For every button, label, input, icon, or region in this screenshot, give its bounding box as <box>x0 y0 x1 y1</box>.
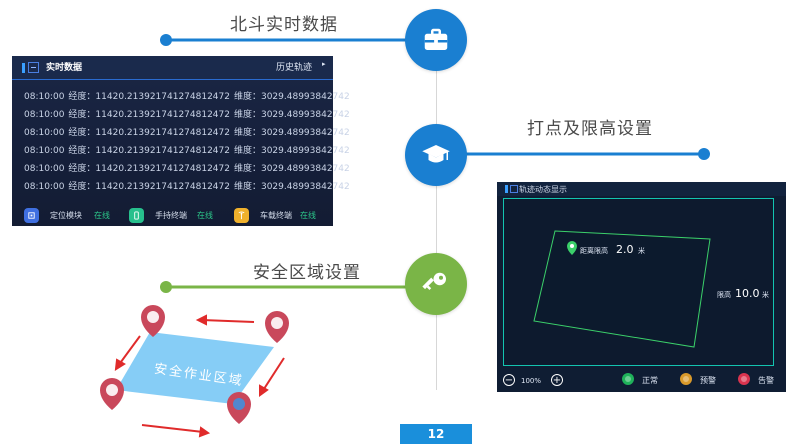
phone-icon <box>129 208 144 223</box>
marker-label: 距离限高 <box>580 247 608 255</box>
realtime-header: 实时数据 历史轨迹 ▸ <box>12 56 333 80</box>
legend-label: 正常 <box>642 376 658 385</box>
status-online: 在线 <box>94 211 110 220</box>
legend-label: 告警 <box>758 376 774 385</box>
row-time: 08:10:00 <box>24 110 65 120</box>
safe-label: 安全区域设置 <box>253 263 361 283</box>
point-circle <box>405 124 467 186</box>
header-accent <box>505 185 508 193</box>
beidou-circle <box>405 9 467 71</box>
limit-value: 10.0 <box>735 287 760 300</box>
zone-marker <box>100 378 124 410</box>
zoom-in-button[interactable]: + <box>551 374 563 386</box>
row-lon: 经度：11420.213921741274812472 <box>68 110 230 120</box>
briefcase-icon <box>424 28 448 50</box>
direction-arrows <box>114 314 285 438</box>
row-lon: 经度：11420.213921741274812472 <box>68 92 230 102</box>
beidou-connector-dot <box>160 34 172 46</box>
collapse-icon[interactable] <box>28 62 39 73</box>
realtime-title: 实时数据 <box>46 63 83 73</box>
status-online: 在线 <box>197 211 213 220</box>
row-lat: 维度：3029.48993842742 <box>233 128 350 138</box>
zone-marker <box>265 311 289 343</box>
history-arrow-icon[interactable]: ▸ <box>322 60 326 68</box>
signal-tower-icon <box>234 208 249 223</box>
zoom-level: 100% <box>521 377 542 385</box>
row-time: 08:10:00 <box>24 164 65 174</box>
track-header: 轨迹动态显示 <box>497 182 786 196</box>
row-time: 08:10:00 <box>24 146 65 156</box>
row-lon: 经度：11420.213921741274812472 <box>68 146 230 156</box>
safe-zone-illustration <box>100 305 289 438</box>
track-panel: 轨迹动态显示 距离限高 2.0 米 限高 10.0 米 − 100% + 正常 … <box>497 182 786 392</box>
chip-icon <box>24 208 39 223</box>
location-pin-icon[interactable] <box>567 241 577 255</box>
history-track-link[interactable]: 历史轨迹 <box>276 63 313 73</box>
row-lat: 维度：3029.48993842742 <box>233 110 350 120</box>
page-number: 12 <box>400 424 472 444</box>
key-icon <box>422 272 446 291</box>
track-footer: − 100% + 正常 预警 告警 <box>497 370 786 392</box>
status-name: 手持终端 <box>155 211 187 220</box>
graduation-cap-icon <box>422 145 450 163</box>
zone-marker <box>227 392 251 424</box>
legend-dot-alarm <box>738 373 750 385</box>
track-map[interactable]: 距离限高 2.0 米 限高 10.0 米 <box>503 198 774 366</box>
zone-marker <box>141 305 165 337</box>
row-time: 08:10:00 <box>24 92 65 102</box>
status-bar: 定位模块 在线 手持终端 在线 车载终端 在线 <box>12 204 333 226</box>
row-lon: 经度：11420.213921741274812472 <box>68 182 230 192</box>
track-polygon <box>533 230 711 348</box>
row-lon: 经度：11420.213921741274812472 <box>68 128 230 138</box>
status-name: 车载终端 <box>260 211 292 220</box>
point-connector-dot <box>698 148 710 160</box>
point-label: 打点及限高设置 <box>527 119 653 139</box>
marker-unit: 米 <box>638 247 645 255</box>
zoom-out-button[interactable]: − <box>503 374 515 386</box>
row-time: 08:10:00 <box>24 182 65 192</box>
limit-unit: 米 <box>762 291 769 299</box>
row-lat: 维度：3029.48993842742 <box>233 146 350 156</box>
row-lat: 维度：3029.48993842742 <box>233 182 350 192</box>
row-lon: 经度：11420.213921741274812472 <box>68 164 230 174</box>
legend-dot-warning <box>680 373 692 385</box>
safe-circle <box>405 253 467 315</box>
track-title: 轨迹动态显示 <box>519 185 567 194</box>
beidou-label: 北斗实时数据 <box>230 15 338 35</box>
safe-zone-area <box>116 332 274 404</box>
row-lat: 维度：3029.48993842742 <box>233 164 350 174</box>
status-online: 在线 <box>300 211 316 220</box>
legend-dot-normal <box>622 373 634 385</box>
marker-value: 2.0 <box>616 243 634 256</box>
timeline-line <box>436 40 437 390</box>
limit-label: 限高 <box>717 291 731 299</box>
collapse-icon[interactable] <box>510 185 518 193</box>
row-time: 08:10:00 <box>24 128 65 138</box>
safe-connector-dot <box>160 281 172 293</box>
status-name: 定位模块 <box>50 211 82 220</box>
legend-label: 预警 <box>700 376 716 385</box>
row-lat: 维度：3029.48993842742 <box>233 92 350 102</box>
header-accent <box>22 63 25 73</box>
